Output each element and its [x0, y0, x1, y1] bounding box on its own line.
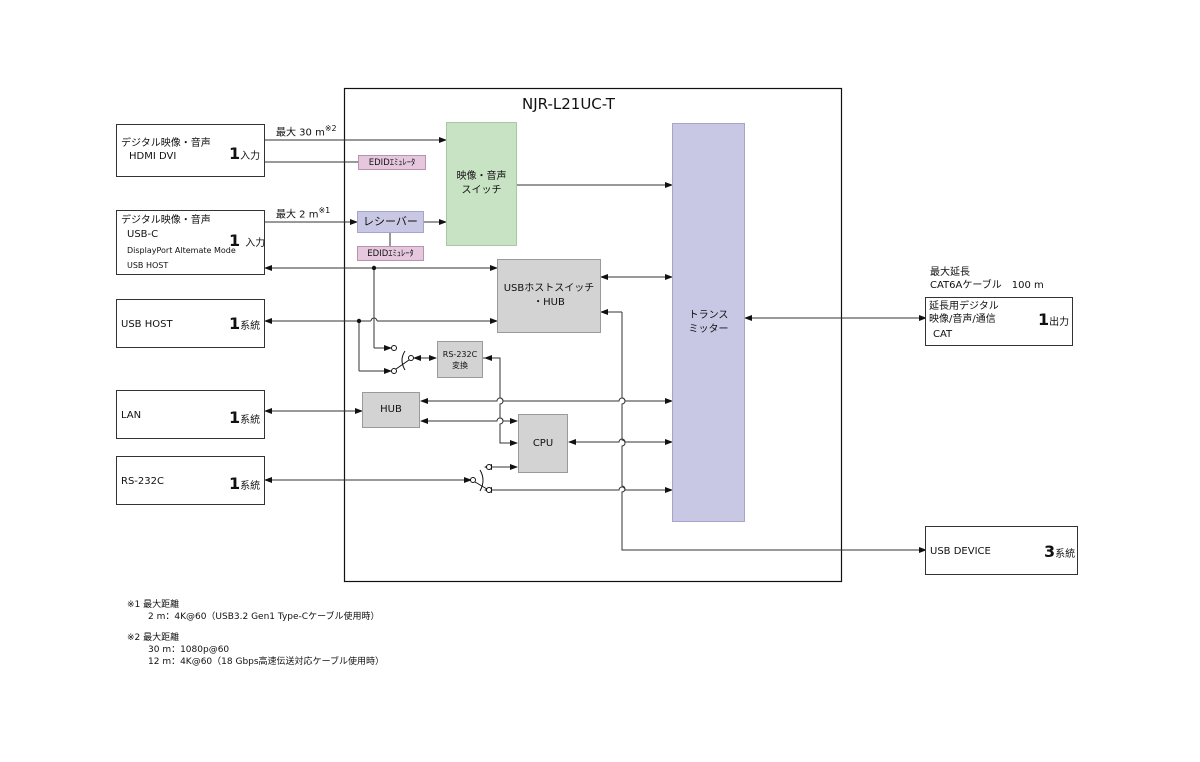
footnote-2-title: ※2 最大距離: [127, 633, 180, 643]
device-title: NJR-L21UC-T: [522, 95, 615, 113]
usb-host-label: USB HOST: [121, 319, 173, 330]
output-usb-device: USB DEVICE 3系統: [925, 526, 1078, 575]
switch-contact: [391, 345, 397, 351]
device-frame: [343, 87, 843, 583]
switch-contact: [486, 487, 492, 493]
transmitter-line2: ミッター: [688, 323, 729, 335]
cat-header-2: CAT6Aケーブル 100 m: [930, 280, 1044, 291]
cat-line1: 延長用デジタル: [929, 301, 999, 312]
edid-emulator-1: EDIDｴﾐｭﾚｰﾀ: [358, 155, 426, 170]
wire-hub-transmitter: [420, 397, 673, 404]
usbc-line2: USB-C: [127, 229, 159, 240]
switch-contact: [470, 477, 476, 483]
conv-line2: 変換: [452, 360, 468, 370]
av-switch-line1: 映像・音声: [456, 171, 507, 182]
switch-arc: [479, 469, 484, 492]
footnote-1-title: ※1 最大距離: [127, 600, 180, 610]
switch-arc: [401, 350, 406, 371]
usbc-distance: 最大 2 m※1: [276, 206, 331, 221]
usbc-count: 1 入力: [229, 231, 266, 250]
conv-line1: RS-232C: [442, 349, 478, 359]
transmitter-line1: トランス: [688, 309, 729, 321]
lan-label: LAN: [121, 410, 142, 421]
rs232c-label: RS-232C: [121, 476, 164, 487]
hdmi-distance: 最大 30 m※2: [276, 124, 337, 139]
footnote-1-line: 2 m：4K@60（USB3.2 Gen1 Type-Cケーブル使用時）: [148, 612, 380, 622]
hdmi-line1: デジタル映像・音声: [121, 138, 211, 149]
av-switch-block: 映像・音声 スイッチ: [446, 122, 517, 246]
footnote-2-line1: 30 m：1080p@60: [148, 645, 230, 655]
usbc-line3: DisplayPort Altemate Mode: [127, 246, 236, 255]
wire-usbdevice: [621, 312, 927, 553]
usbc-line4: USB HOST: [127, 261, 169, 270]
usb-switch-line2: ・HUB: [533, 297, 565, 308]
wire-hub-cpu: [420, 417, 518, 424]
junction-dot: [371, 265, 377, 271]
cat-header-1: 最大延長: [930, 267, 970, 278]
rs232c-converter-block: RS-232C 変換: [437, 341, 483, 378]
hdmi-count: 1入力: [229, 144, 261, 163]
footnote-2-line2: 12 m：4K@60（18 Gbps高速伝送対応ケーブル使用時）: [148, 657, 385, 667]
edid-emulator-2: EDIDｴﾐｭﾚｰﾀ: [357, 246, 424, 261]
input-lan: LAN 1系統: [116, 390, 265, 439]
switch-contact: [486, 464, 492, 470]
switch-lever: [474, 481, 488, 490]
cat-line2: 映像/音声/通信: [929, 314, 996, 325]
usb-device-label: USB DEVICE: [930, 546, 991, 557]
cpu-block: CPU: [518, 414, 568, 473]
junction-dot: [356, 318, 362, 324]
transmitter-block: トランス ミッター: [672, 123, 745, 522]
switch-contact: [391, 368, 397, 374]
usb-switch-line1: USBホストスイッチ: [503, 283, 595, 294]
receiver-block: レシーバー: [357, 211, 424, 233]
cat-count: 1出力: [1038, 310, 1070, 329]
usb-host-count: 1系統: [229, 314, 261, 333]
wire-cpu-transmitter: [568, 438, 673, 445]
rs232c-count: 1系統: [229, 474, 261, 493]
usb-device-count: 3系統: [1044, 542, 1076, 561]
cat-line3: CAT: [933, 329, 953, 340]
wire-switch2-transmitter: [484, 486, 673, 493]
usb-host-switch-hub-block: USBホストスイッチ ・HUB: [497, 259, 601, 333]
input-usbc: デジタル映像・音声 USB-C DisplayPort Altemate Mod…: [116, 210, 265, 275]
input-hdmi: デジタル映像・音声 HDMI DVI 1入力: [116, 124, 265, 177]
av-switch-line2: スイッチ: [461, 185, 502, 196]
hdmi-line2: HDMI DVI: [129, 151, 177, 162]
hub-block: HUB: [362, 392, 420, 428]
switch-contact: [408, 355, 414, 361]
output-cat: 延長用デジタル 映像/音声/通信 CAT 1出力: [925, 297, 1073, 346]
input-rs232c: RS-232C 1系統: [116, 456, 265, 505]
usbc-line1: デジタル映像・音声: [121, 215, 211, 226]
input-usb-host: USB HOST 1系統: [116, 299, 265, 348]
lan-count: 1系統: [229, 408, 261, 427]
